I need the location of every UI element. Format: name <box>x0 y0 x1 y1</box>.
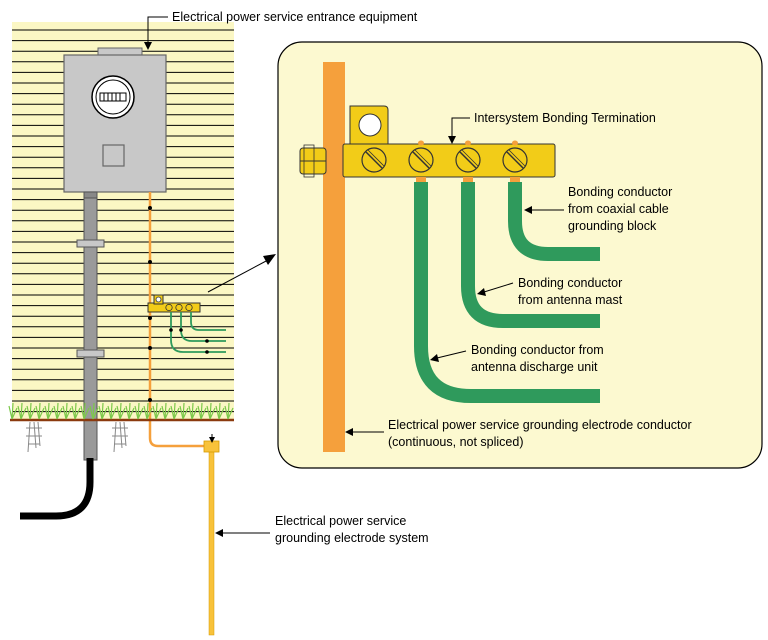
grounding-electrode-conductor-large <box>323 62 345 452</box>
electric-meter-icon <box>91 75 135 119</box>
service-entrance-panel <box>63 47 167 199</box>
bonding-conductor-antenna-mast <box>461 182 600 328</box>
panel-knockout <box>102 144 125 167</box>
label-coax-line2: from coaxial cable <box>568 202 669 216</box>
bonding-conductor-coax <box>508 182 600 261</box>
conduit-strap <box>76 349 105 358</box>
label-electrode-line1: Electrical power service <box>275 514 406 528</box>
slotted-screw-icon <box>502 147 528 173</box>
service-cable <box>20 458 94 520</box>
label-gec-line1: Electrical power service grounding elect… <box>388 418 692 432</box>
slotted-screw-icon <box>408 147 434 173</box>
label-ibt: Intersystem Bonding Termination <box>474 111 656 125</box>
label-mast-line1: Bonding conductor <box>518 276 622 290</box>
label-coax-line3: grounding block <box>568 219 657 233</box>
intersystem-bonding-termination <box>299 105 556 182</box>
label-coax-line1: Bonding conductor <box>568 185 672 199</box>
conduit-strap <box>76 239 105 248</box>
label-gec-line2: (continuous, not spliced) <box>388 435 524 449</box>
labels: Electrical power service entrance equipm… <box>172 10 692 545</box>
roots <box>26 421 128 453</box>
inset-pointer-arrow <box>207 254 276 293</box>
label-discharge-line2: antenna discharge unit <box>471 360 598 374</box>
bonding-conductor-discharge-unit <box>414 182 600 403</box>
leader-arrowheads <box>144 42 532 537</box>
label-service-entrance: Electrical power service entrance equipm… <box>172 10 418 24</box>
ibt-small <box>147 294 226 354</box>
grounding-electrode-conductor-small <box>148 192 208 448</box>
slotted-screw-icon <box>455 147 481 173</box>
grass-icon <box>8 402 234 420</box>
label-mast-line2: from antenna mast <box>518 293 623 307</box>
ground-rod <box>203 434 220 636</box>
slotted-screw-icon <box>361 147 387 173</box>
bonding-conductors <box>414 182 600 403</box>
inset-detail-panel <box>277 41 763 469</box>
label-electrode-line2: grounding electrode system <box>275 531 429 545</box>
label-discharge-line1: Bonding conductor from <box>471 343 604 357</box>
leader-lines <box>147 16 564 534</box>
